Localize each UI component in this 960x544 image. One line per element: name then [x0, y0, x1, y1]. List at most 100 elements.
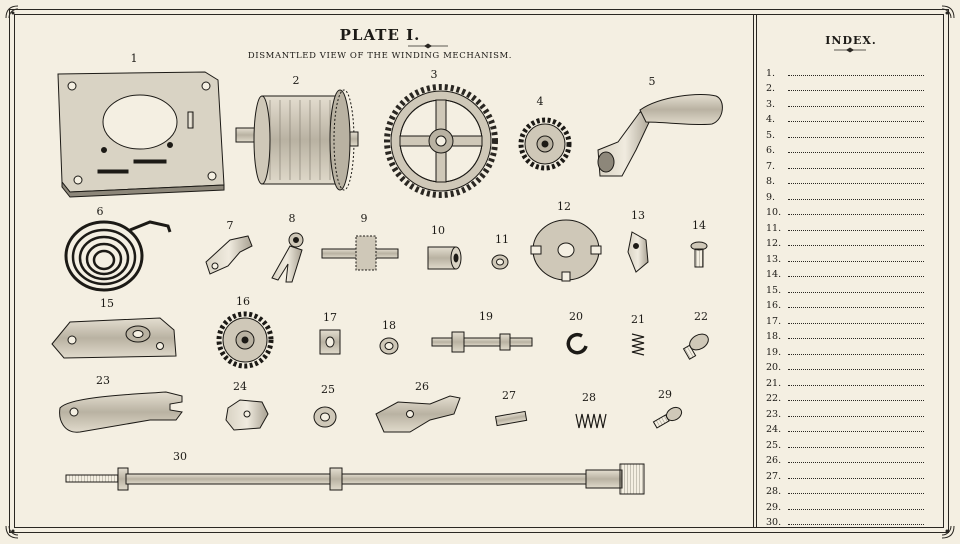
index-entry-number: 1.: [766, 67, 776, 79]
part-label-4: 4: [536, 95, 544, 108]
part-label-3: 3: [430, 68, 438, 81]
index-entry: 30.: [766, 513, 924, 528]
index-entry-number: 18.: [766, 331, 782, 342]
part-24-cam-piece: [225, 399, 269, 431]
part-label-12: 12: [557, 200, 571, 213]
part-11-washer: [491, 254, 509, 270]
index-entry-number: 19.: [766, 346, 782, 358]
index-entry: 10.: [766, 203, 924, 218]
part-label-9: 9: [360, 212, 368, 225]
index-entry: 9.: [766, 187, 924, 203]
index-entry-dotted-line: [788, 136, 924, 138]
index-entry: 4.: [766, 110, 924, 125]
part-16-toothed-wheel: [216, 311, 274, 369]
part-label-18: 18: [382, 319, 396, 332]
index-entry: 14.: [766, 265, 924, 280]
index-entry: 6.: [766, 141, 924, 156]
index-entry-dotted-line: [788, 89, 924, 91]
part-1-base-plate: [57, 71, 225, 198]
part-label-14: 14: [692, 219, 706, 232]
index-entry-number: 30.: [766, 517, 782, 528]
index-entry-dotted-line: [788, 74, 924, 76]
title-ornament: [408, 43, 448, 49]
corner-ornament-bottom-left: [5, 525, 19, 539]
index-entry: 18.: [766, 327, 924, 342]
corner-ornament-top-left: [5, 5, 19, 19]
index-entry: 15.: [766, 280, 924, 296]
part-label-24: 24: [233, 380, 247, 393]
index-entry-number: 27.: [766, 470, 782, 482]
part-label-30: 30: [173, 450, 187, 463]
corner-ornament-top-right: [941, 5, 955, 19]
index-entry-dotted-line: [788, 368, 924, 370]
part-18-small-washer: [379, 337, 399, 355]
index-entry-dotted-line: [788, 306, 924, 308]
index-entry-dotted-line: [788, 229, 924, 231]
part-label-2: 2: [292, 74, 300, 87]
index-entry-number: 3.: [766, 98, 776, 110]
plate-subtitle: DISMANTLED VIEW OF THE WINDING MECHANISM…: [247, 51, 513, 61]
index-entry-number: 17.: [766, 315, 782, 327]
index-entry: 23.: [766, 404, 924, 420]
part-label-19: 19: [479, 310, 493, 323]
index-entry-number: 16.: [766, 300, 782, 311]
index-entry: 20.: [766, 358, 924, 373]
index-entry-number: 24.: [766, 424, 782, 435]
index-entry: 29.: [766, 497, 924, 513]
index-entry-dotted-line: [788, 353, 924, 355]
index-entry: 11.: [766, 218, 924, 234]
index-entry-dotted-line: [788, 337, 924, 339]
index-entry: 25.: [766, 435, 924, 451]
index-entry: 1.: [766, 63, 924, 79]
index-entry-number: 6.: [766, 145, 776, 156]
outer-border: [9, 9, 949, 533]
part-26-detent-arm: [375, 395, 461, 433]
part-28-compression-spring: [575, 413, 607, 429]
part-label-22: 22: [694, 310, 708, 323]
index-entry-dotted-line: [788, 260, 924, 262]
part-label-5: 5: [648, 75, 656, 88]
index-entry-dotted-line: [788, 198, 924, 200]
index-entry: 22.: [766, 389, 924, 404]
index-entry: 24.: [766, 420, 924, 435]
part-label-26: 26: [415, 380, 429, 393]
index-entry: 7.: [766, 156, 924, 172]
index-entry: 16.: [766, 296, 924, 311]
index-entry-dotted-line: [788, 430, 924, 432]
parts-illustration: [51, 71, 723, 495]
index-entry: 2.: [766, 79, 924, 94]
index-entry-number: 25.: [766, 439, 782, 451]
index-entry-number: 21.: [766, 377, 782, 389]
part-4-small-pinion: [518, 117, 572, 171]
index-entry-dotted-line: [788, 415, 924, 417]
part-label-28: 28: [582, 391, 596, 404]
part-label-15: 15: [100, 297, 114, 310]
index-title-ornament: [834, 47, 866, 53]
part-23-spanner-lever: [59, 391, 183, 433]
part-13-pawl: [627, 231, 649, 273]
part-7-hook-lever: [205, 235, 253, 275]
part-label-16: 16: [236, 295, 250, 308]
index-entry-dotted-line: [788, 446, 924, 448]
part-29-set-screw: [652, 406, 683, 429]
index-entry: 3.: [766, 94, 924, 110]
part-label-17: 17: [323, 311, 337, 324]
index-list: 1.2.3.4.5.6.7.8.9.10.11.12.13.14.15.16.1…: [766, 63, 924, 528]
index-entry-dotted-line: [788, 105, 924, 107]
part-label-20: 20: [569, 310, 583, 323]
index-entry-dotted-line: [788, 151, 924, 153]
index-entry-dotted-line: [788, 399, 924, 401]
index-entry-number: 7.: [766, 160, 776, 172]
part-22-round-head-screw: [682, 333, 709, 360]
part-12-slotted-disc: [530, 219, 602, 282]
index-entry-dotted-line: [788, 182, 924, 184]
index-entry-dotted-line: [788, 244, 924, 246]
inner-border: [14, 14, 944, 528]
index-entry: 8.: [766, 172, 924, 187]
index-entry-number: 29.: [766, 501, 782, 513]
part-2-spring-barrel: [235, 89, 359, 191]
index-entry: 28.: [766, 482, 924, 497]
index-entry: 17.: [766, 311, 924, 327]
index-title: INDEX.: [825, 34, 877, 47]
